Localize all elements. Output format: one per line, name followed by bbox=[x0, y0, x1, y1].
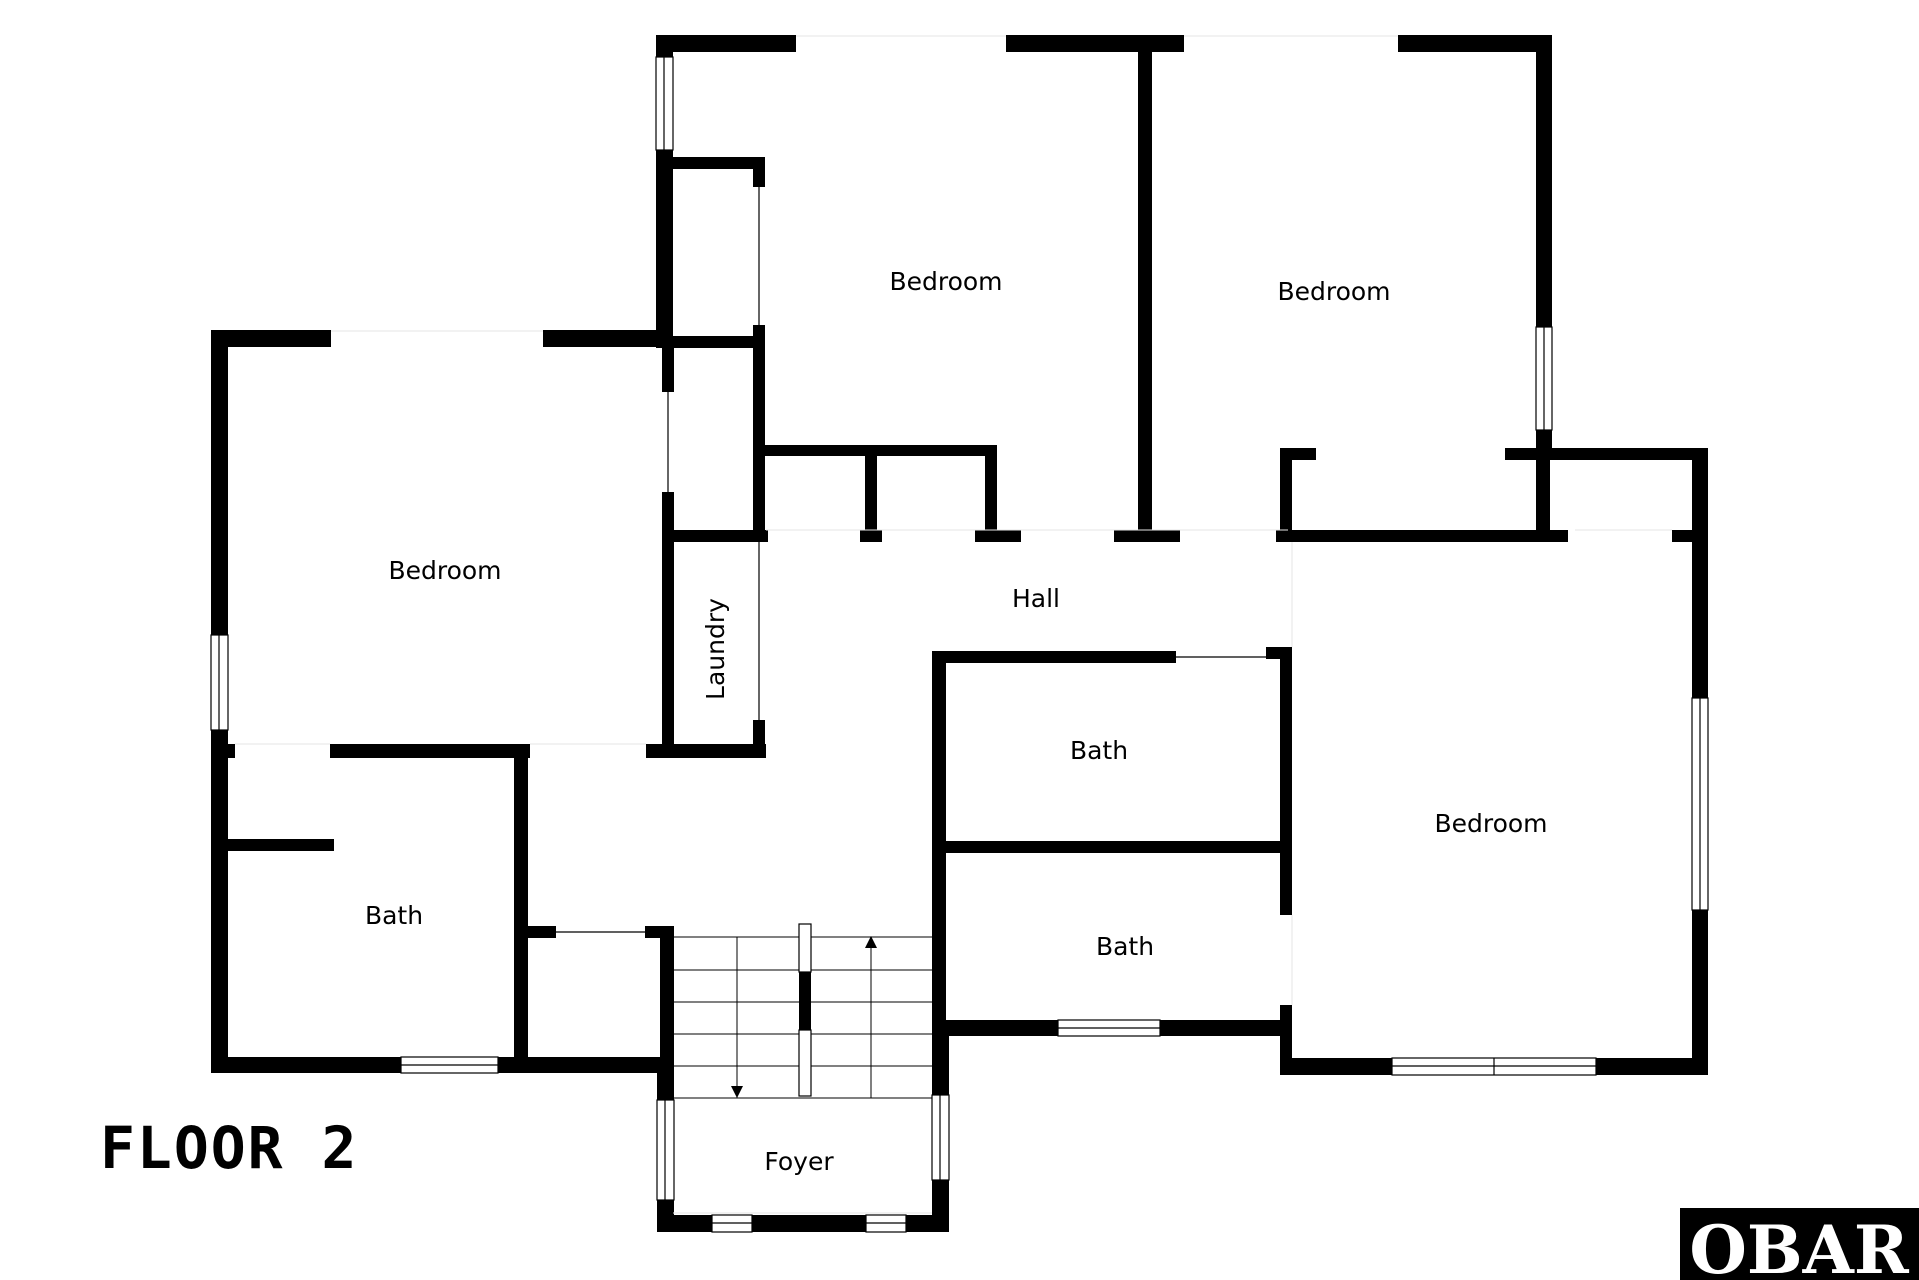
window bbox=[753, 187, 765, 325]
room-label-foyer: Foyer bbox=[764, 1147, 834, 1176]
window bbox=[556, 926, 645, 938]
window bbox=[1535, 326, 1553, 431]
room-label-bath-center-upper: Bath bbox=[1070, 736, 1128, 765]
room-label-bedroom-top-right: Bedroom bbox=[1277, 277, 1390, 306]
window bbox=[662, 392, 674, 492]
room-label-bath-center-lower: Bath bbox=[1096, 932, 1154, 961]
window bbox=[655, 56, 674, 151]
window bbox=[400, 1056, 499, 1074]
window bbox=[1391, 1057, 1597, 1076]
obar-logo: OBAR bbox=[1680, 1208, 1919, 1280]
window bbox=[656, 1099, 675, 1201]
window bbox=[931, 1094, 950, 1181]
window bbox=[865, 1214, 907, 1233]
window bbox=[1176, 651, 1266, 663]
room-label-bedroom-left: Bedroom bbox=[388, 556, 501, 585]
stair-up-arrow bbox=[865, 936, 877, 948]
room-label-bath-left: Bath bbox=[365, 901, 423, 930]
logo-text: OBAR bbox=[1689, 1211, 1909, 1280]
stairs bbox=[674, 923, 932, 1099]
window bbox=[1057, 1019, 1161, 1037]
openings bbox=[235, 35, 1672, 1214]
room-label-laundry: Laundry bbox=[701, 598, 730, 700]
window bbox=[711, 1214, 753, 1233]
room-label-hall: Hall bbox=[1012, 584, 1060, 613]
windows bbox=[210, 56, 1709, 1233]
floor-title: FLOOR 2 bbox=[100, 1114, 358, 1182]
room-label-bedroom-right: Bedroom bbox=[1434, 809, 1547, 838]
walls bbox=[211, 35, 1708, 1232]
window bbox=[753, 542, 765, 720]
window bbox=[1691, 697, 1709, 911]
room-labels: Bedroom Bedroom Bedroom Bedroom Laundry … bbox=[365, 267, 1548, 1176]
window bbox=[210, 634, 229, 731]
room-label-bedroom-top-center: Bedroom bbox=[889, 267, 1002, 296]
